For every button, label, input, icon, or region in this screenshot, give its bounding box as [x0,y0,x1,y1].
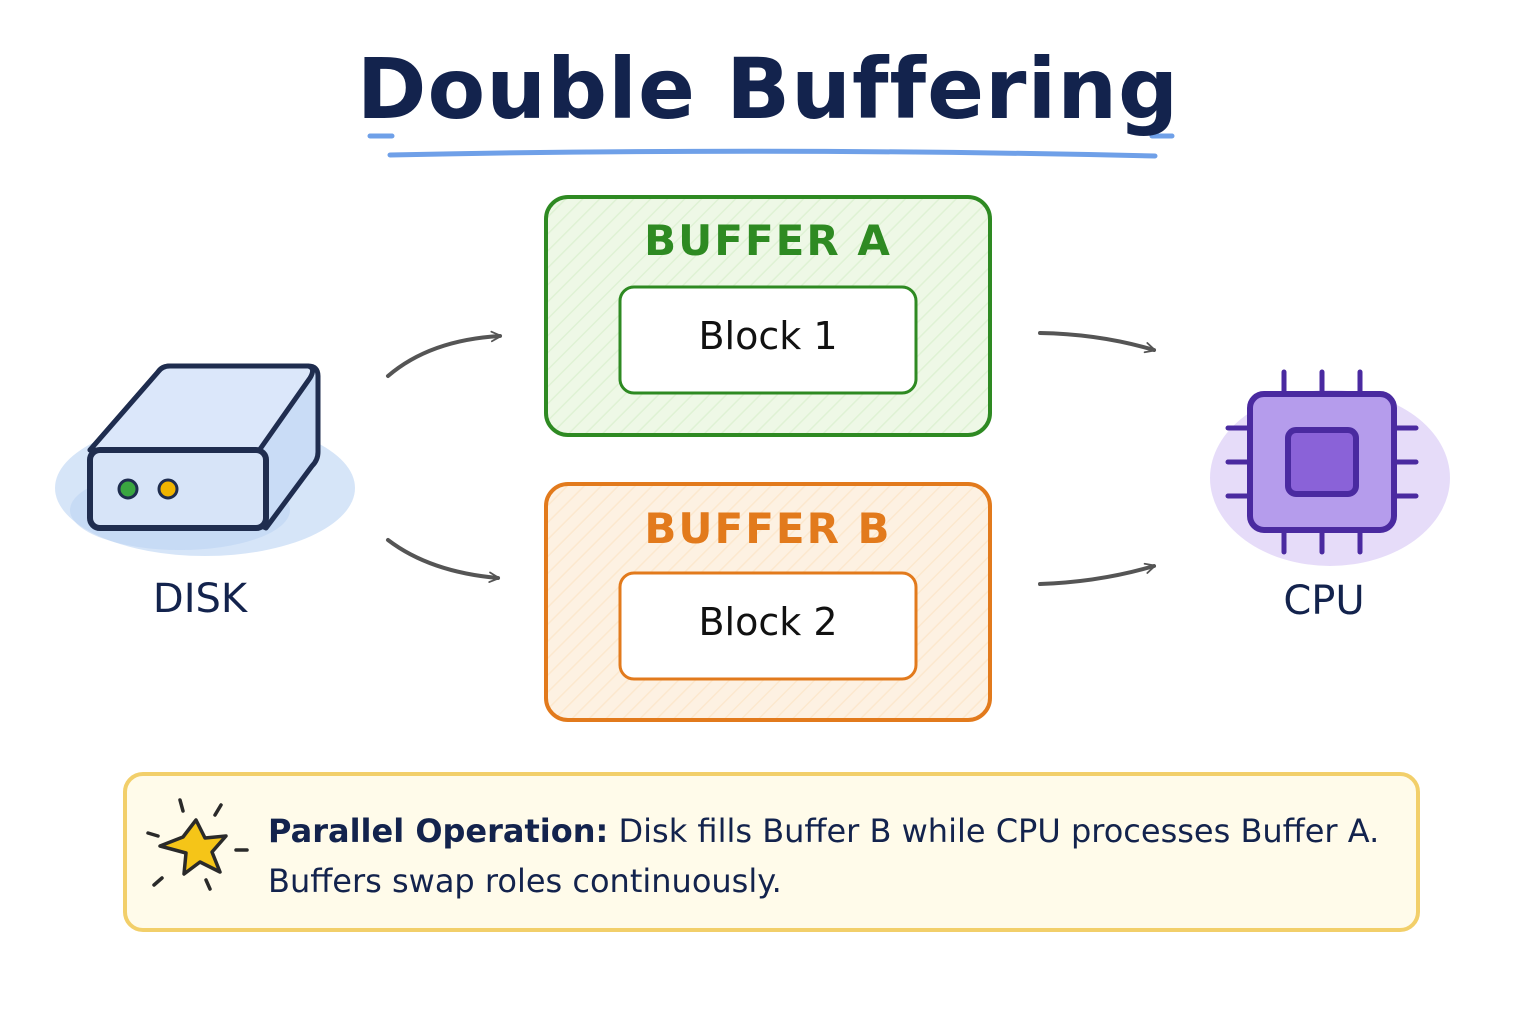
arrow-buffer-b-to-cpu [1038,562,1157,586]
cpu-label: CPU [1283,578,1365,624]
arrow-disk-to-buffer-a [386,330,503,378]
buffer-a-title: BUFFER A [644,216,892,265]
block-1-label: Block 1 [698,314,838,358]
disk-label: DISK [152,576,248,622]
arrow-disk-to-buffer-b [386,538,501,583]
buffer-b-title: BUFFER B [644,504,892,553]
disk-drive-icon [55,363,355,556]
page-title: Double Buffering [356,40,1180,138]
note-body: Disk fills Buffer B while CPU processes … [268,812,1380,900]
block-1-box [618,285,918,395]
title-underline [367,133,1175,159]
note-box [123,772,1420,932]
star-icon [146,798,249,891]
note-text: Parallel Operation: Disk fills Buffer B … [268,806,1398,906]
arrow-buffer-a-to-cpu [1038,331,1157,354]
block-2-label: Block 2 [698,600,838,644]
cpu-chip-icon [1210,369,1450,566]
block-2-box [618,571,918,681]
note-heading: Parallel Operation: [268,812,609,850]
